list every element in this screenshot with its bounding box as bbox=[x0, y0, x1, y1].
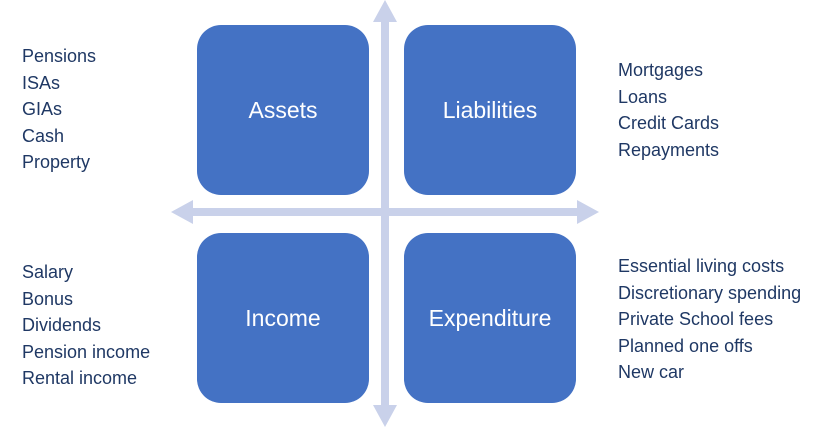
list-item: Property bbox=[22, 152, 91, 172]
expenditure-box: Expenditure bbox=[404, 233, 576, 403]
vertical-arrow bbox=[373, 0, 397, 427]
assets-box: Assets bbox=[197, 25, 369, 195]
liabilities-list: Mortgages Loans Credit Cards Repayments bbox=[618, 57, 719, 163]
list-item: Pension income bbox=[22, 341, 151, 362]
list-item: Bonus bbox=[22, 288, 74, 309]
list-item: Dividends bbox=[22, 315, 102, 335]
list-item: Private School fees bbox=[618, 309, 774, 329]
list-item: Salary bbox=[22, 262, 74, 282]
list-item: Essential living costs bbox=[618, 256, 785, 276]
list-item: Discretionary spending bbox=[618, 282, 802, 303]
list-item: Mortgages bbox=[618, 60, 704, 80]
assets-list: Pensions ISAs GIAs Cash Property bbox=[22, 43, 96, 176]
income-list: Salary Bonus Dividends Pension income Re… bbox=[22, 259, 150, 392]
list-item: GIAs bbox=[22, 99, 63, 119]
assets-label: Assets bbox=[248, 96, 318, 123]
list-item: New car bbox=[618, 362, 685, 382]
list-item: Cash bbox=[22, 125, 65, 146]
list-item: Repayments bbox=[618, 139, 720, 160]
list-item: Pensions bbox=[22, 46, 97, 66]
income-label: Income bbox=[245, 304, 321, 331]
list-item: Rental income bbox=[22, 368, 138, 388]
axis-arrows bbox=[171, 0, 599, 427]
list-item: Credit Cards bbox=[618, 113, 720, 133]
list-item: ISAs bbox=[22, 72, 61, 93]
income-box: Income bbox=[197, 233, 369, 403]
list-item: Planned one offs bbox=[618, 335, 753, 356]
liabilities-label: Liabilities bbox=[442, 96, 538, 123]
expenditure-label: Expenditure bbox=[428, 304, 552, 331]
expenditure-list: Essential living costs Discretionary spe… bbox=[618, 253, 801, 386]
list-item: Loans bbox=[618, 86, 668, 107]
liabilities-box: Liabilities bbox=[404, 25, 576, 195]
